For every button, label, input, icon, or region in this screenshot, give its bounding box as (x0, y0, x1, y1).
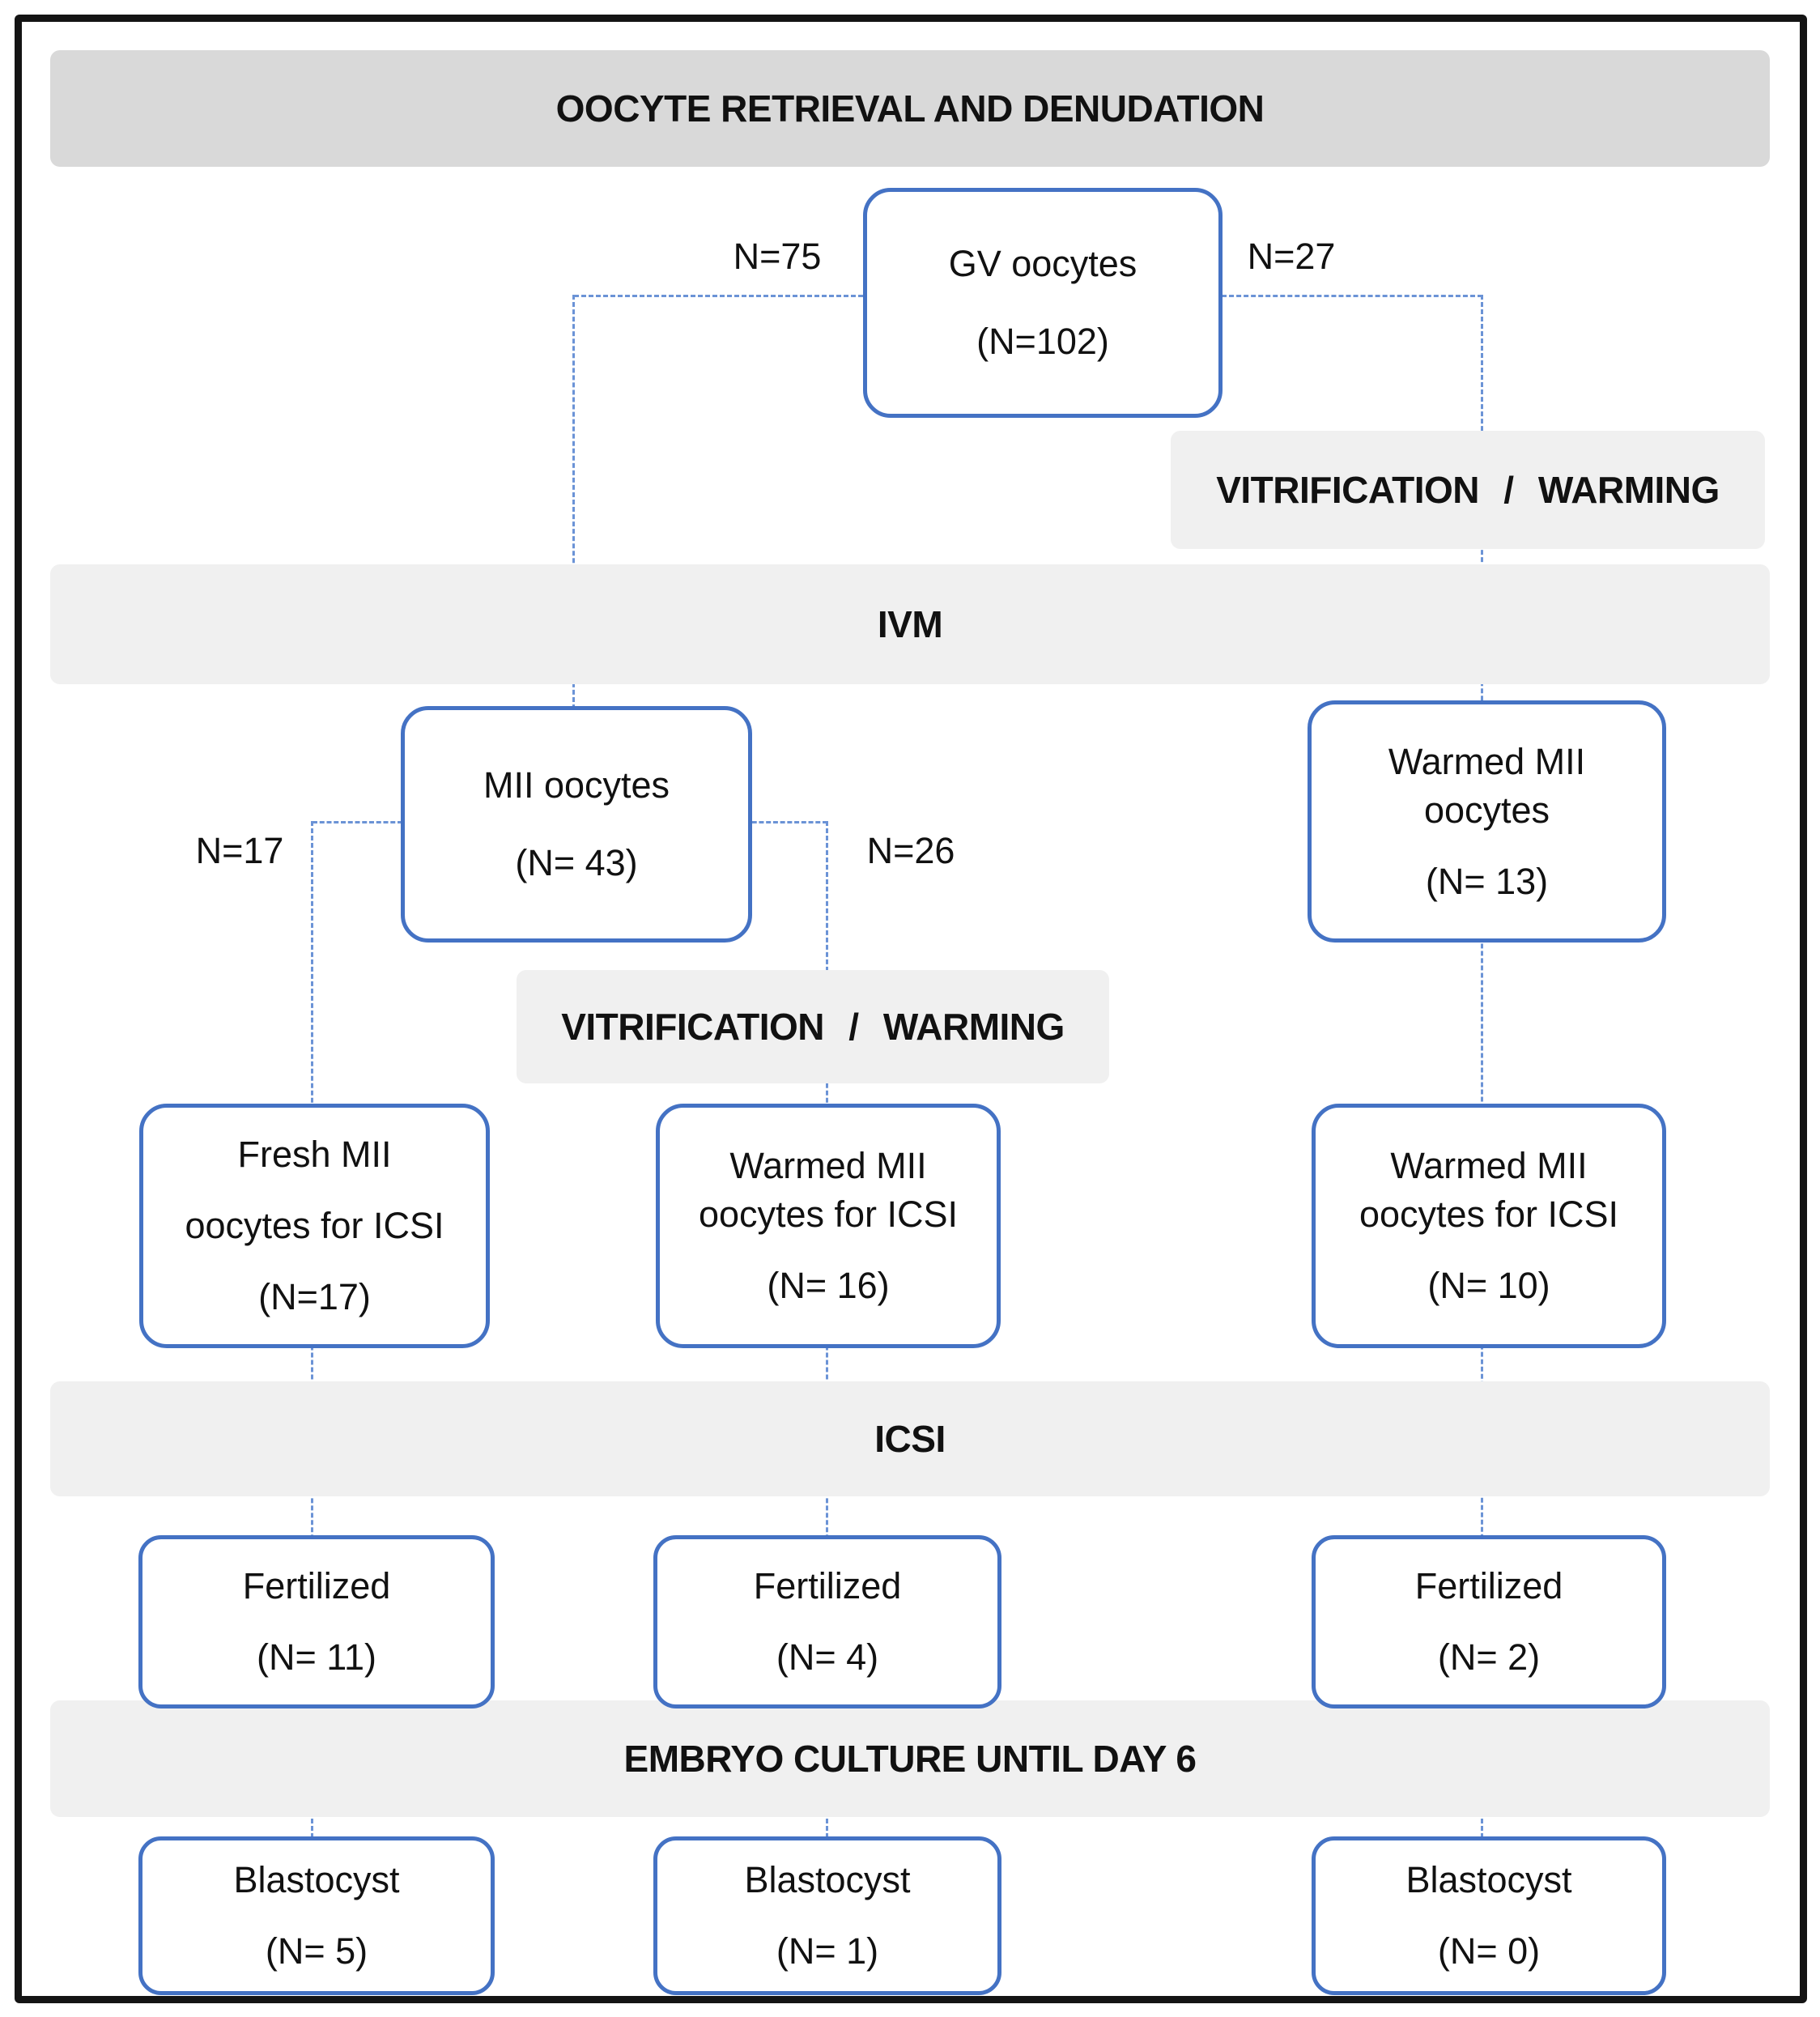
node-line: Warmed MII (1390, 1145, 1588, 1186)
node-line: oocytes for ICSI (698, 1194, 959, 1235)
node-count: (N= 13) (1425, 860, 1549, 902)
node-line: Blastocyst (233, 1859, 400, 1900)
node-gv-oocytes: GV oocytes (N=102) (863, 188, 1223, 418)
node-count: (N= 16) (767, 1265, 890, 1306)
node-count: (N=102) (976, 321, 1109, 362)
node-fertilized-left: Fertilized (N= 11) (138, 1535, 495, 1708)
edge-label-n75: N=75 (733, 236, 822, 277)
node-line: Fertilized (1414, 1565, 1563, 1606)
node-count: (N= 10) (1427, 1265, 1550, 1306)
node-line: oocytes for ICSI (185, 1205, 444, 1246)
node-line: Fertilized (753, 1565, 902, 1606)
node-warmed-mii-oocytes: Warmed MII oocytes (N= 13) (1308, 700, 1666, 943)
node-count: (N= 43) (515, 842, 638, 883)
node-line: Blastocyst (744, 1859, 911, 1900)
node-count: (N= 1) (776, 1930, 879, 1972)
connector-gv-left-branch (574, 295, 863, 297)
node-blastocyst-right: Blastocyst (N= 0) (1312, 1836, 1666, 1995)
node-line: MII oocytes (483, 764, 670, 806)
banner-vitrification-warming-right: VITRIFICATION / WARMING (1171, 431, 1765, 549)
node-mii-oocytes: MII oocytes (N= 43) (401, 706, 752, 943)
node-blastocyst-mid: Blastocyst (N= 1) (653, 1836, 1001, 1995)
node-line: GV oocytes (948, 243, 1138, 284)
node-line: Fertilized (242, 1565, 391, 1606)
node-fertilized-right: Fertilized (N= 2) (1312, 1535, 1666, 1708)
node-warmed-mii-for-icsi-right: Warmed MII oocytes for ICSI (N= 10) (1312, 1104, 1666, 1348)
node-count: (N= 4) (776, 1636, 879, 1678)
node-count: (N= 2) (1437, 1636, 1541, 1678)
node-count: (N= 0) (1437, 1930, 1541, 1972)
node-line: oocytes (1423, 789, 1550, 831)
node-count: (N= 11) (257, 1636, 376, 1678)
node-line: Fresh MII (237, 1134, 392, 1175)
banner-ivm: IVM (50, 564, 1770, 684)
edge-label-n26: N=26 (866, 830, 955, 871)
connector-gv-to-mii (572, 295, 575, 709)
connector-mii-left-branch (313, 821, 402, 823)
edge-label-n17: N=17 (195, 830, 284, 871)
node-warmed-mii-for-icsi-mid: Warmed MII oocytes for ICSI (N= 16) (656, 1104, 1001, 1348)
connector-mii-right-branch (745, 821, 827, 823)
edge-label-n27: N=27 (1247, 236, 1336, 277)
banner-embryo-culture: EMBRYO CULTURE UNTIL DAY 6 (50, 1700, 1770, 1817)
node-blastocyst-left: Blastocyst (N= 5) (138, 1836, 495, 1995)
node-fresh-mii-for-icsi: Fresh MII oocytes for ICSI (N=17) (139, 1104, 490, 1348)
connector-gv-right-branch (1214, 295, 1482, 297)
connector-right-column (1481, 295, 1483, 1838)
node-line: Warmed MII (729, 1145, 927, 1186)
banner-icsi: ICSI (50, 1381, 1770, 1496)
node-line: oocytes for ICSI (1359, 1194, 1619, 1235)
node-line: Blastocyst (1405, 1859, 1572, 1900)
banner-oocyte-retrieval: OOCYTE RETRIEVAL AND DENUDATION (50, 50, 1770, 167)
node-count: (N=17) (258, 1276, 371, 1317)
node-count: (N= 5) (265, 1930, 368, 1972)
banner-vitrification-warming-mid: VITRIFICATION / WARMING (517, 970, 1109, 1083)
node-line: Warmed MII (1388, 740, 1586, 782)
node-fertilized-mid: Fertilized (N= 4) (653, 1535, 1001, 1708)
